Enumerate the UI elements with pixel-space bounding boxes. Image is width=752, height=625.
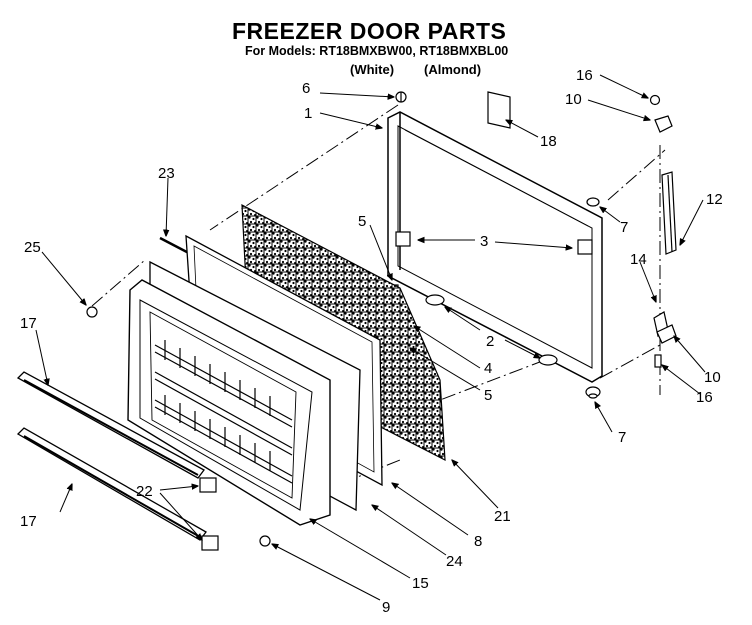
part-1-door-frame <box>387 111 603 383</box>
callout-15: 15 <box>412 575 429 592</box>
callout-17-top: 17 <box>20 315 37 332</box>
callout-16-top: 16 <box>576 67 593 84</box>
callout-10-top: 10 <box>565 91 582 108</box>
callout-1: 1 <box>304 105 312 122</box>
callout-5-top: 5 <box>358 213 366 230</box>
callout-16-bottom: 16 <box>696 389 713 406</box>
part-3-hinge-brackets <box>395 231 593 255</box>
part-10-hinge-top <box>654 115 673 133</box>
model-numbers: For Models: RT18BMXBW00, RT18BMXBL00 <box>245 44 509 58</box>
part-16-hinge-screw-bottom <box>654 354 662 368</box>
callout-9: 9 <box>382 599 390 616</box>
diagram-title: FREEZER DOOR PARTS <box>232 18 507 44</box>
callout-22: 22 <box>136 483 153 500</box>
callout-12: 12 <box>706 191 723 208</box>
callout-labels: 6 1 18 16 10 12 7 3 5 23 25 14 2 4 5 10 … <box>20 67 723 616</box>
part-15-door-liner <box>127 279 331 526</box>
part-22-end-caps <box>199 477 219 551</box>
callout-10-bottom: 10 <box>704 369 721 386</box>
part-7-bushings <box>585 197 601 399</box>
part-12-hinge-bar <box>661 171 677 255</box>
callout-2: 2 <box>486 333 494 350</box>
callout-23: 23 <box>158 165 175 182</box>
assembly-guide-lines <box>91 104 666 493</box>
part-16-hinge-screw-top <box>649 94 661 106</box>
callout-14: 14 <box>630 251 647 268</box>
part-17-trim-upper <box>16 371 205 479</box>
part-17-trim-lower <box>16 427 207 541</box>
callout-leaders <box>35 74 706 601</box>
callout-24: 24 <box>446 553 463 570</box>
callout-6: 6 <box>302 80 310 97</box>
callout-8: 8 <box>474 533 482 550</box>
callout-18: 18 <box>540 133 557 150</box>
callout-5-bottom: 5 <box>484 387 492 404</box>
callout-3: 3 <box>480 233 488 250</box>
callout-4: 4 <box>484 360 492 377</box>
variant-white: (White) <box>350 62 395 77</box>
part-6-screw <box>395 91 407 103</box>
part-9-screw <box>259 535 271 547</box>
part-18-label <box>487 91 511 129</box>
part-25-screw <box>86 306 98 318</box>
callout-7-bottom: 7 <box>618 429 626 446</box>
variant-almond: (Almond) <box>424 62 482 77</box>
callout-7-top: 7 <box>620 219 628 236</box>
callout-25: 25 <box>24 239 41 256</box>
liner-shelf-ribs <box>154 340 293 484</box>
callout-21: 21 <box>494 508 511 525</box>
callout-17-bottom: 17 <box>20 513 37 530</box>
